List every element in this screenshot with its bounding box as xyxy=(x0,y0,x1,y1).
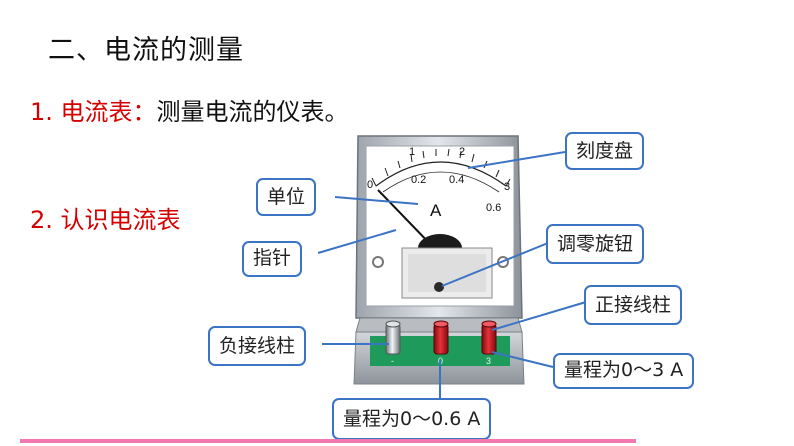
definition-number: 1. 电流表： xyxy=(30,98,157,126)
decorative-bottom-bar xyxy=(20,439,636,443)
scale-lower-3: 0.6 xyxy=(486,202,501,214)
callout-range-0-6A: 量程为0～0.6 A xyxy=(332,398,492,440)
callout-dial: 刻度盘 xyxy=(565,132,645,170)
callout-negative-terminal: 负接线柱 xyxy=(208,326,307,366)
scale-lower-2: 0.4 xyxy=(449,174,464,186)
scale-upper-3: 3 xyxy=(504,181,510,193)
scale-upper-1: 1 xyxy=(409,146,415,158)
callout-unit: 单位 xyxy=(256,178,317,216)
terminal-0-6A[interactable] xyxy=(433,320,449,355)
terminal-mark-3: 3 xyxy=(486,356,491,366)
callout-range-3A: 量程为0～3 A xyxy=(553,353,695,389)
zero-adjust-knob[interactable] xyxy=(434,282,444,292)
callout-pointer: 指针 xyxy=(242,241,303,277)
definition-line: 1. 电流表：测量电流的仪表。 xyxy=(30,92,349,127)
scale-lower-1: 0.2 xyxy=(411,174,426,186)
terminal-3A[interactable] xyxy=(481,320,497,355)
zero-adjust-panel xyxy=(401,247,493,299)
callout-zero-adjust: 调零旋钮 xyxy=(546,224,645,264)
terminal-negative[interactable] xyxy=(385,320,401,355)
slide-title: 二、电流的测量 xyxy=(48,35,244,66)
unit-symbol: A xyxy=(430,201,442,220)
subsection-heading: 2. 认识电流表 xyxy=(30,206,181,234)
definition-text: 测量电流的仪表。 xyxy=(156,98,349,126)
callout-positive-terminal: 正接线柱 xyxy=(584,285,683,325)
scale-upper-0: 0 xyxy=(367,179,373,191)
callout-leaders xyxy=(317,151,587,398)
scale-upper-2: 2 xyxy=(459,146,465,158)
terminal-mark-negative: - xyxy=(391,356,394,366)
pointer-pivot-cover xyxy=(418,234,462,248)
screw-left-icon xyxy=(372,256,384,268)
